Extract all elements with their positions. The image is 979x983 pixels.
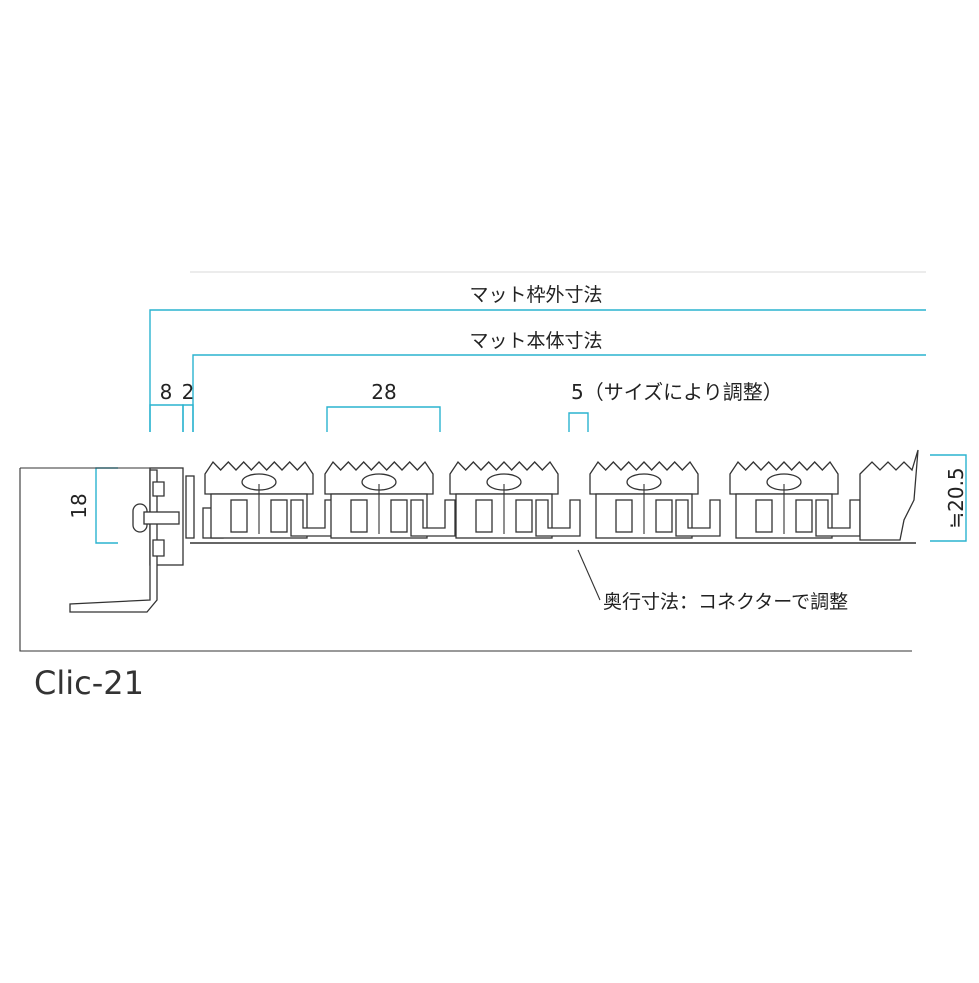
frame-profile [69,467,224,613]
mat-height-dimension-line [930,454,967,542]
pitch-dimension-line [326,406,441,432]
mat-connector [535,499,581,537]
mat-height-label: ≒20.5 [944,467,968,528]
mat-cell [270,499,288,533]
gap-dimension-label: 5（サイズにより調整） [571,380,783,404]
mat-cell [475,499,493,533]
depth-note-leader [577,549,601,601]
gap-width-label: 2 [182,380,195,404]
frame-outer-dimension-line [149,309,926,432]
mat-partial-profile [859,449,919,541]
recess-outline [19,468,912,652]
mat-cell [755,499,773,533]
mat-connector [410,499,456,537]
mat-body-dimension-label: マット本体寸法 [469,330,602,352]
mat-cell [350,499,368,533]
frame-height-label: 18 [67,493,91,518]
mat-cell [390,499,408,533]
mat-connector [290,499,336,537]
mat-body-dimension-line [192,354,926,432]
mat-connector [675,499,721,537]
gap-dimension-line [568,412,589,432]
mat-cell [615,499,633,533]
frame-width-dimension [149,404,194,432]
mat-profiles [204,449,919,541]
pitch-dimension-label: 28 [371,380,396,404]
mat-connector [815,499,861,537]
mat-cell [655,499,673,533]
frame-width-label: 8 [160,380,173,404]
mat-cell [795,499,813,533]
model-label: Clic-21 [34,664,144,702]
mat-cell [230,499,248,533]
frame-height-dimension-line [95,467,118,544]
mat-cell [515,499,533,533]
frame-outer-dimension-label: マット枠外寸法 [469,284,602,306]
depth-note-label: 奥行寸法：コネクターで調整 [603,591,848,613]
